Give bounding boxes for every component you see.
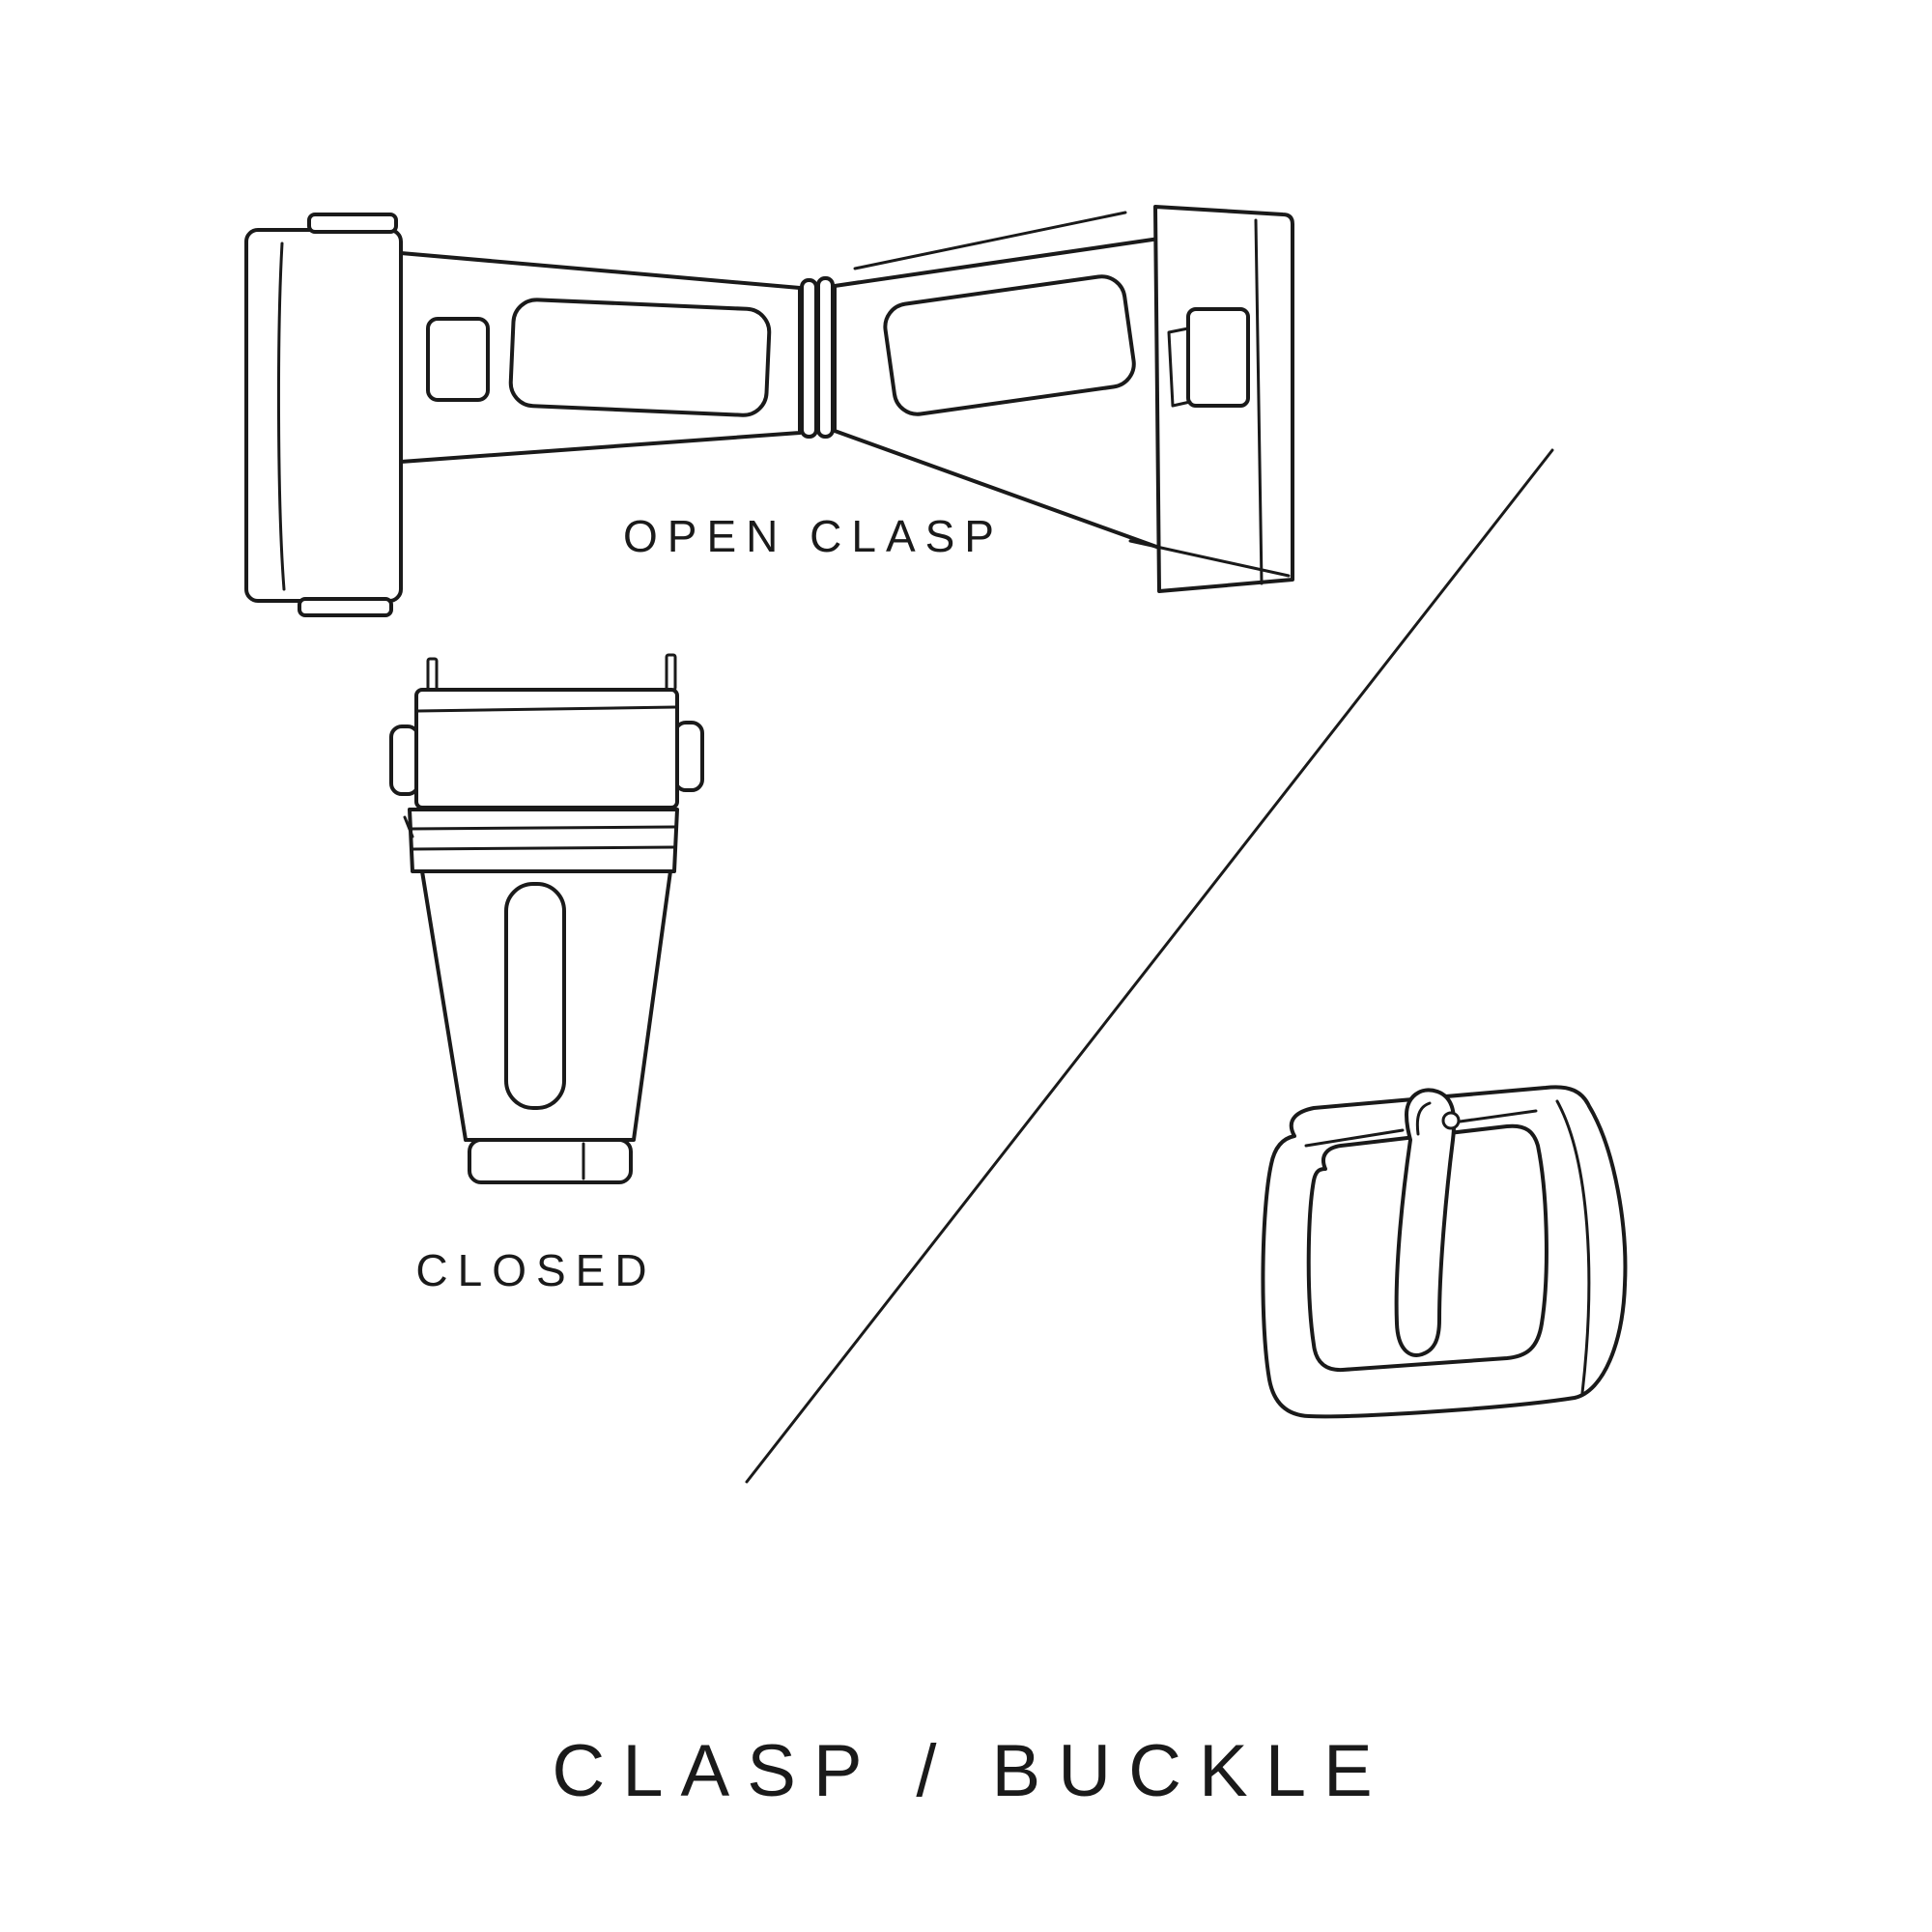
- closed-clasp-illustration: [389, 653, 704, 1184]
- open-clasp-label: OPEN CLASP: [623, 511, 1004, 561]
- diagonal-divider-line: [745, 448, 1554, 1484]
- diagram-title: CLASP / BUCKLE: [552, 1730, 1390, 1812]
- open-clasp-illustration: [244, 205, 1294, 617]
- buckle-illustration: [1261, 1085, 1628, 1419]
- closed-label: CLOSED: [415, 1245, 657, 1295]
